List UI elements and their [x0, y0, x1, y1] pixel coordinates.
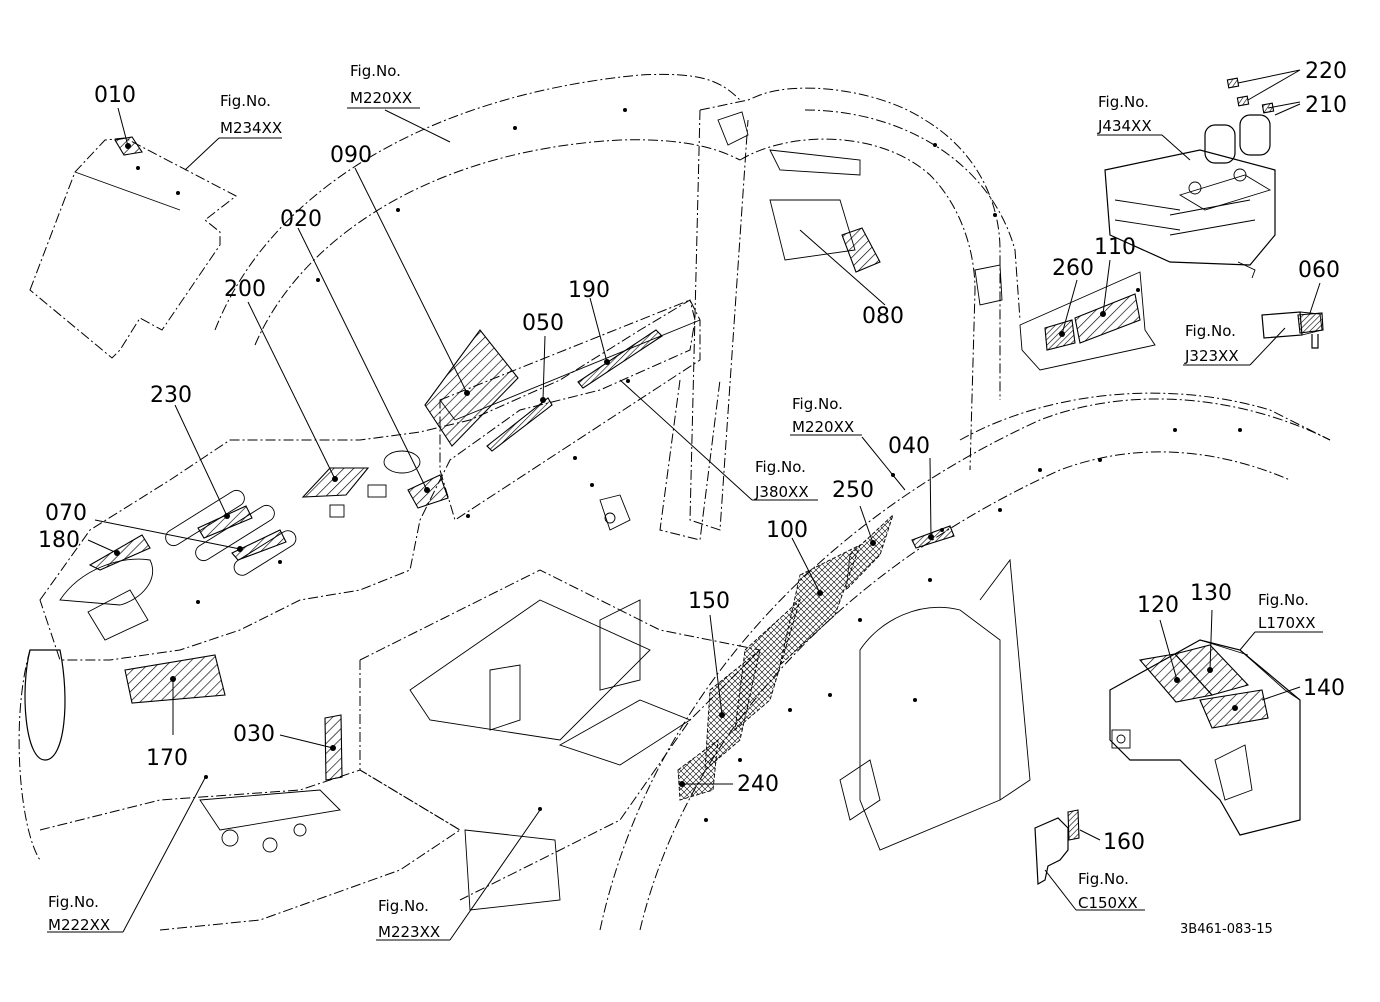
catalog-id: 3B461-083-15 — [1180, 922, 1273, 937]
callout-130: 130 — [1190, 581, 1232, 606]
fig-ref-j323: Fig.No. J323XX — [1184, 322, 1239, 365]
callout-040: 040 — [888, 434, 930, 459]
callout-140: 140 — [1303, 676, 1345, 701]
fig-ref-m220-mid: Fig.No. M220XX — [792, 395, 854, 436]
fig-ref-m234: Fig.No. M234XX — [220, 92, 282, 137]
fig-ref-l170: Fig.No. L170XX — [1258, 591, 1316, 632]
svg-text:Fig.No.: Fig.No. — [48, 893, 99, 911]
fig-ref-m220-top: Fig.No. M220XX — [350, 62, 412, 107]
callout-190: 190 — [568, 278, 610, 303]
decal-dots — [114, 143, 1238, 787]
svg-text:J380XX: J380XX — [754, 483, 809, 501]
callout-220: 220 — [1305, 59, 1347, 84]
callout-020: 020 — [280, 207, 322, 232]
callout-050: 050 — [522, 311, 564, 336]
rops-frame — [659, 87, 1003, 541]
fig-ref-c150: Fig.No. C150XX — [1078, 870, 1138, 912]
svg-text:Fig.No.: Fig.No. — [1078, 870, 1129, 888]
callout-070: 070 — [45, 501, 87, 526]
decals — [88, 77, 1324, 841]
step-cover — [1109, 639, 1301, 836]
figure-references: Fig.No. M234XX Fig.No. M220XX Fig.No. J4… — [48, 62, 1316, 941]
svg-text:M220XX: M220XX — [350, 89, 412, 107]
svg-text:Fig.No.: Fig.No. — [220, 92, 271, 110]
front-bracket — [599, 494, 631, 531]
svg-text:M234XX: M234XX — [220, 119, 282, 137]
callout-110: 110 — [1094, 235, 1136, 260]
fig-ref-m223: Fig.No. M223XX — [378, 897, 440, 941]
svg-text:Fig.No.: Fig.No. — [378, 897, 429, 915]
callout-210: 210 — [1305, 93, 1347, 118]
callout-260: 260 — [1052, 256, 1094, 281]
callout-240: 240 — [737, 772, 779, 797]
callout-060: 060 — [1298, 258, 1340, 283]
svg-text:C150XX: C150XX — [1078, 894, 1138, 912]
callout-090: 090 — [330, 143, 372, 168]
floor-frame — [359, 456, 762, 911]
fig-ref-m222: Fig.No. M222XX — [48, 893, 110, 934]
small-bracket — [1034, 817, 1069, 886]
svg-text:Fig.No.: Fig.No. — [350, 62, 401, 80]
callout-120: 120 — [1137, 593, 1179, 618]
callout-230: 230 — [150, 383, 192, 408]
drawing-artwork — [18, 69, 1331, 941]
svg-text:J434XX: J434XX — [1097, 117, 1152, 135]
callout-030: 030 — [233, 722, 275, 747]
callout-160: 160 — [1103, 830, 1145, 855]
svg-text:L170XX: L170XX — [1258, 614, 1316, 632]
hood-panel — [29, 137, 237, 359]
callout-180: 180 — [38, 528, 80, 553]
callout-100: 100 — [766, 518, 808, 543]
fender-arch — [214, 73, 1021, 346]
hydraulic-valve — [1104, 114, 1276, 279]
svg-text:M222XX: M222XX — [48, 916, 110, 934]
svg-text:M220XX: M220XX — [792, 418, 854, 436]
callout-080: 080 — [862, 304, 904, 329]
fig-ref-j434: Fig.No. J434XX — [1097, 93, 1152, 135]
control-console — [18, 299, 696, 861]
svg-text:Fig.No.: Fig.No. — [792, 395, 843, 413]
callout-200: 200 — [224, 277, 266, 302]
callout-250: 250 — [832, 478, 874, 503]
svg-text:Fig.No.: Fig.No. — [1185, 322, 1236, 340]
svg-text:Fig.No.: Fig.No. — [1098, 93, 1149, 111]
svg-text:Fig.No.: Fig.No. — [755, 458, 806, 476]
fig-ref-j380: Fig.No. J380XX — [754, 458, 809, 501]
part-callouts: 010 020 030 040 050 060 070 080 090 100 … — [38, 59, 1347, 855]
svg-text:M223XX: M223XX — [378, 923, 440, 941]
svg-text:J323XX: J323XX — [1184, 347, 1239, 365]
side-bracket — [1019, 271, 1156, 371]
leader-lines — [47, 69, 1323, 941]
callout-150: 150 — [688, 589, 730, 614]
callout-010: 010 — [94, 83, 136, 108]
callout-170: 170 — [146, 746, 188, 771]
svg-text:Fig.No.: Fig.No. — [1258, 591, 1309, 609]
